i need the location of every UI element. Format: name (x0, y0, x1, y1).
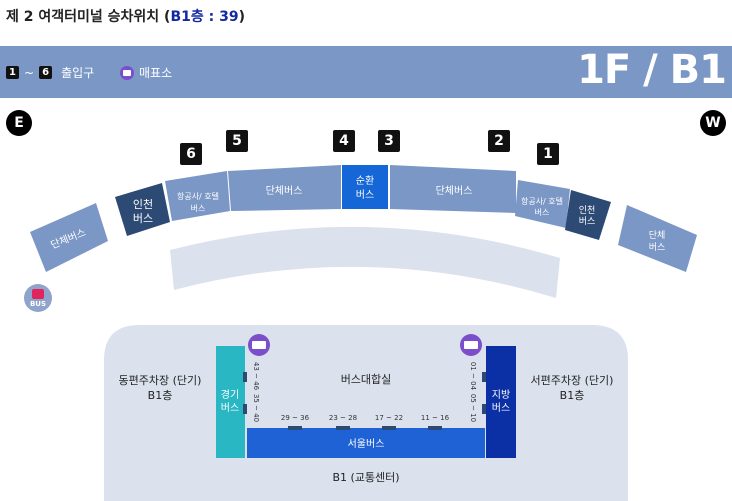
stop-label-11-16: 11 ~ 16 (421, 414, 450, 422)
west-compass-icon: W (700, 110, 726, 136)
range-separator: ~ (24, 65, 35, 80)
jibang-bus-bay (486, 346, 516, 458)
page-title: 제 2 여객터미널 승차위치 (B1층 : 39) (6, 9, 245, 25)
median-strip (170, 226, 560, 298)
jibang-bus-label-2: 버스 (492, 402, 510, 414)
west-parking-line2: B1층 (560, 389, 585, 402)
b1-lounge-area (104, 325, 628, 501)
stop-label-05-10: 05 ~ 10 (469, 394, 477, 422)
seoul-bus-bay (247, 428, 485, 458)
jibang-bus-label-1: 지방 (492, 389, 510, 401)
gate-2-badge: 2 (488, 130, 510, 152)
gyeonggi-bus-label-1: 경기 (221, 388, 239, 401)
zone-airline-hotel-west (515, 180, 570, 228)
stop-label-23-28: 23 ~ 28 (329, 414, 357, 422)
zone-label-airline-east-2: 버스 (191, 203, 206, 213)
west-parking-line1: 서편주차장 (단기) (531, 374, 614, 387)
bus-stop-icon: BUS (24, 284, 52, 312)
ticket-office-left-icon (248, 334, 270, 356)
entrance-legend-label: 출입구 (61, 66, 95, 80)
stop-label-01-04: 01 ~ 04 (469, 362, 477, 391)
gyeonggi-bus-label-2: 버스 (221, 402, 239, 414)
zone-label-group-mid-right: 단체버스 (436, 185, 473, 197)
bus-lounge-label: 버스대합실 (341, 373, 392, 386)
east-compass-icon: E (6, 110, 32, 136)
gate-5-badge: 5 (226, 130, 248, 152)
legend-band: 1 ~ 6 출입구 매표소 1F / B1 (0, 46, 732, 98)
seoul-bus-label: 서울버스 (348, 438, 385, 450)
zone-label-circular-2: 버스 (356, 189, 374, 201)
ticket-icon (120, 65, 134, 80)
east-parking-line2: B1층 (148, 389, 173, 402)
zone-incheon-bus-east (115, 183, 170, 236)
gyeonggi-bus-bay (216, 346, 245, 458)
zone-group-bus-mid-right (390, 165, 516, 213)
ticket-legend: 매표소 (120, 64, 172, 81)
gate-1-badge: 1 (537, 143, 559, 165)
zone-label-group-mid-left: 단체버스 (266, 185, 303, 197)
zone-group-bus-mid-left (228, 165, 341, 211)
entrance-legend: 1 ~ 6 출입구 (6, 64, 94, 81)
zone-airline-hotel-east (165, 171, 230, 221)
zone-label-group-east: 단체버스 (49, 226, 88, 251)
stop-label-29-36: 29 ~ 36 (281, 414, 310, 422)
bus-icon-label: BUS (29, 300, 47, 308)
zone-label-circular-1: 순환 (356, 175, 374, 187)
zone-label-incheon-west-1: 인천 (579, 205, 596, 216)
gate-6-badge: 6 (180, 143, 202, 165)
zone-label-group-west-1: 단체 (649, 230, 666, 241)
ticket-legend-label: 매표소 (139, 66, 173, 80)
ticket-office-right-icon (460, 334, 482, 356)
zone-label-incheon-east-1: 인천 (133, 197, 153, 211)
zone-label-group-west-2: 버스 (649, 242, 666, 253)
gate-3-badge: 3 (378, 130, 400, 152)
zone-group-bus-east (30, 203, 108, 272)
zone-circular-bus (342, 165, 388, 209)
b1-transport-center-label: B1 (교통센터) (332, 471, 399, 484)
east-parking-line1: 동편주차장 (단기) (119, 374, 202, 387)
stop-label-17-22: 17 ~ 22 (375, 414, 403, 422)
zone-label-incheon-west-2: 버스 (579, 216, 596, 227)
floor-label: 1F / B1 (577, 47, 727, 93)
stop-label-43-46: 43 ~ 46 (252, 362, 260, 391)
gate-to-badge: 6 (39, 66, 53, 79)
stop-label-35-40: 35 ~ 40 (252, 394, 260, 422)
zone-group-bus-west (618, 205, 697, 272)
zone-label-airline-west-2: 버스 (535, 207, 550, 217)
gate-4-badge: 4 (333, 130, 355, 152)
zone-label-airline-west-1: 항공사/ 호텔 (521, 197, 563, 206)
gate-from-badge: 1 (6, 66, 19, 79)
zone-incheon-bus-west (565, 190, 611, 240)
zone-label-incheon-east-2: 버스 (133, 212, 153, 225)
zone-label-airline-east-1: 항공사/ 호텔 (177, 192, 219, 201)
